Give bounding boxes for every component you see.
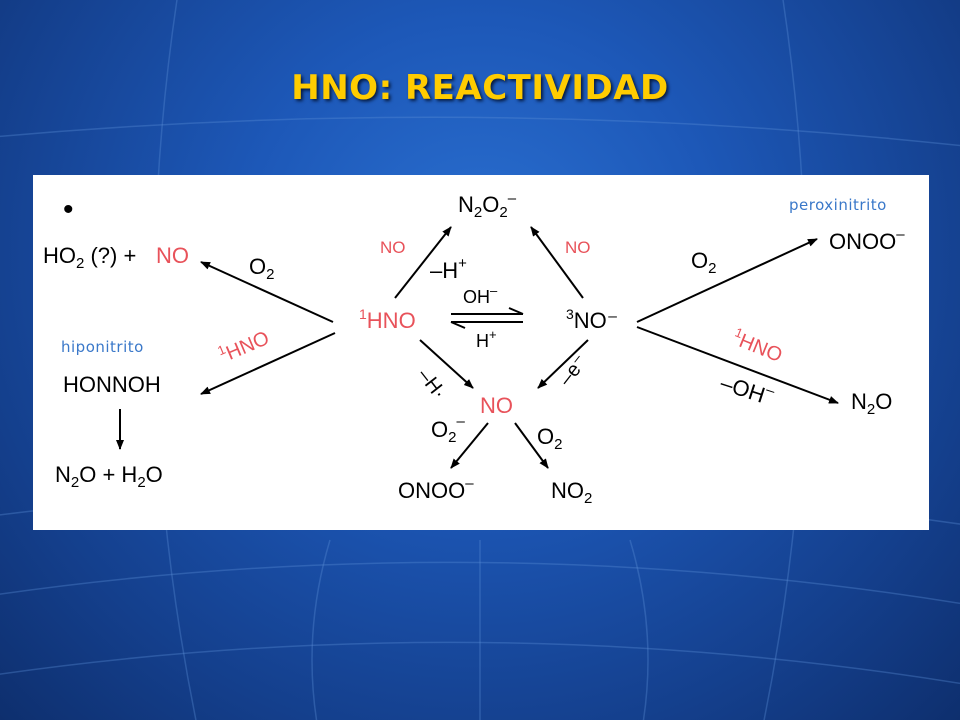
reaction-scheme: peroxinitrito hiponitrito • HO2 (?) + NO [43,190,905,507]
species-honnoh: HONNOH [63,372,161,397]
radical-dot: • [63,193,74,226]
arrow-to-honnoh [200,332,336,395]
species-n2o2: N2O2– [458,190,517,221]
reagent-hno-left: 1HNO [215,324,272,367]
arrow-hno-to-n2o2 [394,226,452,299]
reagent-o2-bottom: O2 [537,424,562,453]
species-onoo-top: ONOO– [829,226,905,254]
species-triplet-no-anion: 3NO⁻ [566,306,618,333]
reagent-minus-h-radical: –H· [413,365,450,404]
ho2-no-product: NO [156,243,189,268]
reagent-hno-right: 1HNO [729,324,786,367]
arrow-to-n2o-right [636,326,839,404]
slide-title: HNO: REACTIVIDAD [291,68,669,108]
arrow-no-to-no2 [514,422,549,469]
reagent-oh-minus: OH– [463,283,498,307]
species-n2o-h2o: N2O + H2O [55,462,163,491]
species-onoo-bottom: ONOO– [398,475,474,503]
reagent-superoxide: O2– [431,413,465,446]
reagent-minus-electron: –e⁻ [555,351,593,390]
note-peroxinitrito: peroxinitrito [789,196,887,214]
species-singlet-hno: 1HNO [359,306,416,333]
arrow-to-ho2 [200,261,334,323]
reagent-h-plus: H+ [476,327,497,351]
ho2-species: HO2 (?) + [43,243,136,272]
equilibrium-arrows [450,307,524,329]
species-n2o-right: N2O [851,389,892,418]
reaction-scheme-panel: peroxinitrito hiponitrito • HO2 (?) + NO [33,175,929,530]
arrow-hno-to-no [419,339,474,389]
arrow-to-onoo-top [636,238,818,323]
reagent-no-top-right: NO [565,238,591,257]
reagent-o2-right: O2 [691,248,716,277]
reagent-o2-left: O2 [249,254,274,283]
species-no: NO [480,393,513,418]
note-hiponitrito: hiponitrito [61,338,144,356]
reagent-minus-h-plus: –H+ [430,255,467,283]
arrow-no-anion-to-n2o2 [530,226,584,299]
species-no2-bottom: NO2 [551,478,592,507]
arrow-no-to-onoo [450,422,489,469]
reagent-minus-oh: –OH– [717,367,777,410]
reagent-no-top-left: NO [380,238,406,257]
arrow-no-anion-to-no [537,339,589,389]
